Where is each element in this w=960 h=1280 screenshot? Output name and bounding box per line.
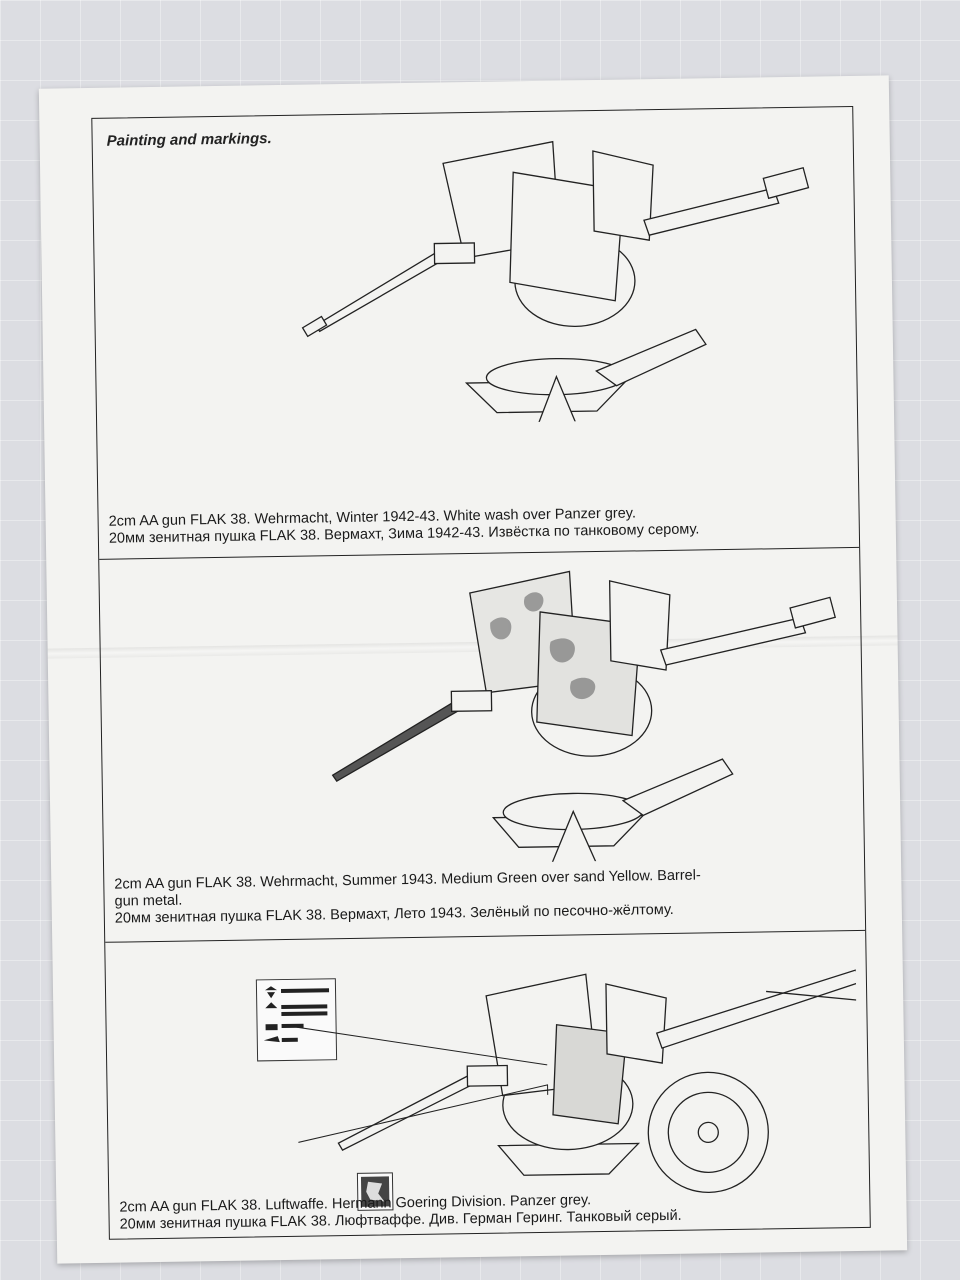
markings-frame: Painting and markings. (91, 105, 871, 1240)
caption-block-1: 2cm AA gun FLAK 38. Wehrmacht, Winter 19… (109, 502, 849, 548)
kill-markings-insignia (255, 978, 338, 1062)
scheme-panel-2: 2cm AA gun FLAK 38. Wehrmacht, Summer 19… (99, 547, 864, 927)
emblem-icon (360, 1176, 390, 1207)
gun-drawing-summer (331, 570, 837, 866)
gun-drawing-luftwaffe (295, 969, 860, 1194)
kill-markings-icon (263, 986, 330, 1043)
gun-drawing-winter (301, 140, 810, 426)
scheme-panel-3: 2cm AA gun FLAK 38. Luftwaffe. Hermann G… (105, 930, 870, 1239)
caption-block-2: 2cm AA gun FLAK 38. Wehrmacht, Summer 19… (114, 865, 855, 928)
scheme-panel-1: 2cm AA gun FLAK 38. Wehrmacht, Winter 19… (92, 107, 858, 547)
instruction-sheet: Painting and markings. (38, 75, 908, 1264)
division-emblem (356, 1172, 394, 1211)
caption-block-3: 2cm AA gun FLAK 38. Luftwaffe. Hermann G… (119, 1188, 859, 1234)
